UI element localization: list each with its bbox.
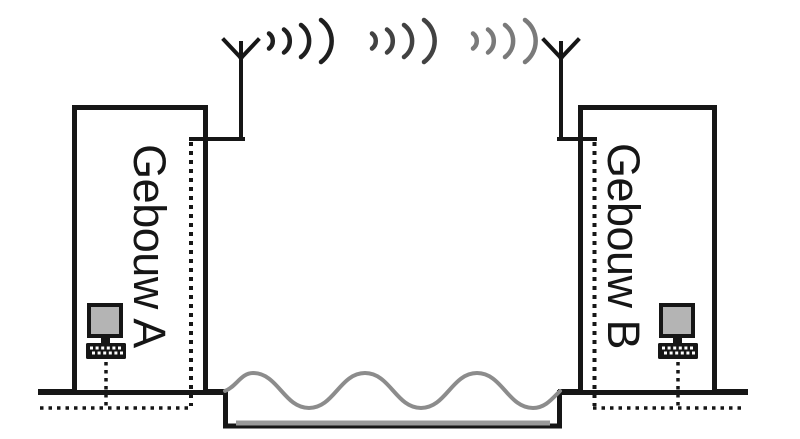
water-wave-icon <box>223 371 562 410</box>
antenna-a-arm-left <box>221 37 244 61</box>
radio-arc <box>281 27 292 55</box>
cabling-b <box>592 142 744 410</box>
monitor-b-stand <box>673 336 682 343</box>
radio-arc <box>502 22 516 60</box>
radio-arc <box>384 27 395 55</box>
channel-walls <box>223 390 562 429</box>
building-b-label: Gebouw B <box>598 143 649 349</box>
radio-arc <box>318 17 334 65</box>
radio-arc <box>298 22 312 60</box>
radio-arc <box>522 17 538 65</box>
antenna-b-arm-left <box>541 37 564 61</box>
monitor-a <box>87 303 123 338</box>
radio-arc <box>401 22 415 60</box>
antenna-a-arm-right <box>238 37 261 61</box>
radio-arc <box>421 17 437 65</box>
radio-arc <box>470 31 479 51</box>
water-channel <box>223 371 562 429</box>
antenna-b-arm-right <box>558 37 581 61</box>
monitor-b <box>659 303 695 338</box>
keyboard-b-icon <box>658 343 698 359</box>
building-b: Gebouw B <box>578 105 717 395</box>
computer-b-icon <box>658 303 698 359</box>
radio-arc <box>369 31 378 51</box>
cabling-a <box>40 142 193 410</box>
radio-waves-mid-icon <box>369 17 437 65</box>
computer-a-icon <box>86 303 126 359</box>
radio-waves-far-icon <box>470 17 538 65</box>
radio-waves-near-icon <box>266 17 334 65</box>
radio-arc <box>485 27 496 55</box>
building-a-label: Gebouw A <box>124 144 175 348</box>
radio-arc <box>266 31 275 51</box>
antenna-b-icon <box>541 37 597 141</box>
monitor-a-stand <box>101 336 110 343</box>
antenna-a-icon <box>189 37 261 141</box>
keyboard-a-icon <box>86 343 126 359</box>
building-a: Gebouw A <box>72 105 208 395</box>
